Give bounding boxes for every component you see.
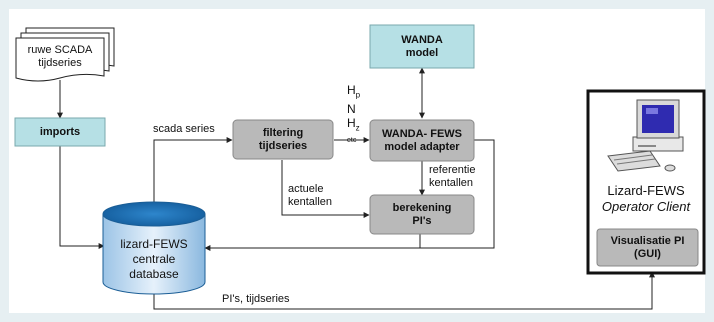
scada-series-label: scada series xyxy=(153,123,215,135)
diagram-canvas: ruwe SCADA tijdseries imports filtering … xyxy=(9,9,706,313)
wanda-model-box xyxy=(369,24,475,69)
edge-imports-to-database xyxy=(59,146,105,249)
param-hp: Hp xyxy=(347,83,360,102)
param-hp-base: H xyxy=(347,83,356,97)
berekening-label: berekening PI's xyxy=(370,195,474,234)
visualisatie-label: Visualisatie PI (GUI) xyxy=(597,229,698,266)
parameter-list: Hp N Hz etc xyxy=(347,83,360,145)
wanda-model-line-2: model xyxy=(405,46,439,59)
visualisatie-line-1: Visualisatie PI xyxy=(610,234,685,247)
database-line-2: centrale xyxy=(132,251,176,266)
filtering-line-2: tijdseries xyxy=(258,139,308,152)
actuele-line-2: kentallen xyxy=(288,196,333,208)
referentie-line-1: referentie xyxy=(429,164,476,176)
raw-scada-document xyxy=(15,27,115,82)
database-line-3: database xyxy=(129,266,179,281)
wanda-model-line-1: WANDA xyxy=(401,33,443,46)
database-label: lizard-FEWS centrale database xyxy=(103,233,205,285)
param-hz: Hz xyxy=(347,116,360,135)
adapter-label: WANDA- FEWS model adapter xyxy=(370,120,474,161)
imports-label: imports xyxy=(15,118,105,146)
client-title-block: Lizard-FEWS Operator Client xyxy=(588,181,704,217)
param-n: N xyxy=(347,102,356,117)
edge-database-to-filtering xyxy=(153,137,233,213)
raw-scada-line-2: tijdseries xyxy=(38,57,82,69)
raw-scada-line-1: ruwe SCADA xyxy=(27,44,93,56)
imports-box xyxy=(14,117,106,147)
adapter-box xyxy=(369,119,475,162)
berekening-line-1: berekening xyxy=(392,201,452,214)
client-title: Lizard-FEWS xyxy=(607,183,685,198)
edge-filtering-to-berekening xyxy=(281,160,370,218)
berekening-box xyxy=(369,194,475,235)
database-line-1: lizard-FEWS xyxy=(120,236,188,251)
computer-icon xyxy=(607,99,684,172)
param-etc: etc xyxy=(347,136,357,144)
database-cylinder xyxy=(102,201,206,295)
filtering-label: filtering tijdseries xyxy=(233,120,333,159)
connectors xyxy=(57,67,655,310)
referentie-line-2: kentallen xyxy=(429,177,474,189)
adapter-line-1: WANDA- FEWS xyxy=(381,127,463,140)
param-hp-sub: p xyxy=(355,90,361,100)
pis-tijdseries-label: PI's, tijdseries xyxy=(222,293,290,305)
referentie-kentallen-label: referentie kentallen xyxy=(429,164,475,190)
client-subtitle: Operator Client xyxy=(601,199,691,214)
imports-text: imports xyxy=(39,125,81,138)
visualisatie-box xyxy=(596,228,699,267)
wanda-model-label: WANDA model xyxy=(370,25,474,68)
actuele-line-1: actuele xyxy=(288,183,324,195)
berekening-line-2: PI's xyxy=(412,214,432,227)
raw-scada-label: ruwe SCADA tijdseries xyxy=(16,40,104,74)
filtering-box xyxy=(232,119,334,160)
param-hz-base: H xyxy=(347,116,356,131)
param-hz-sub: z xyxy=(355,123,360,133)
visualisatie-line-2: (GUI) xyxy=(634,247,661,260)
edge-adapter-to-database xyxy=(204,139,495,251)
filtering-line-1: filtering xyxy=(262,126,304,139)
actuele-kentallen-label: actuele kentallen xyxy=(288,183,332,209)
adapter-line-2: model adapter xyxy=(384,140,460,153)
